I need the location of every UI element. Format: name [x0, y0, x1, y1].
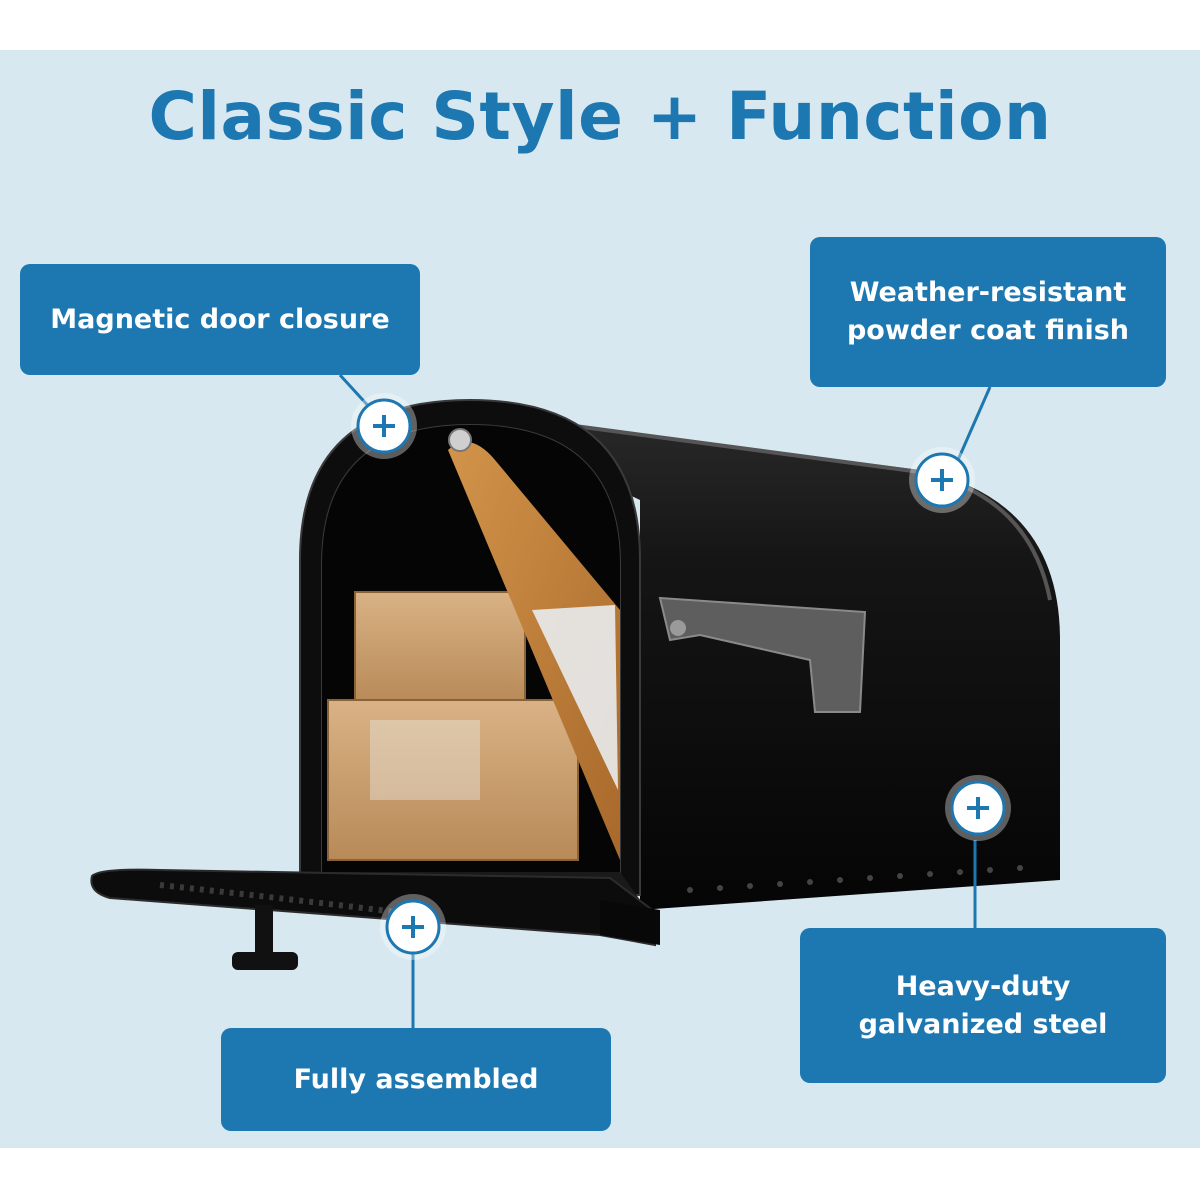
- mailbox-flag: [658, 596, 867, 713]
- mailbox-body: [450, 410, 1060, 910]
- callout-assembled-text: Fully assembled: [293, 1063, 539, 1095]
- hotspot-assembled-plus-icon: [380, 894, 446, 960]
- callout-steel-text: Heavy-duty galvanized steel: [858, 970, 1108, 1040]
- front-door: [90, 868, 656, 947]
- callout-steel: Heavy-duty galvanized steel: [800, 928, 1166, 1083]
- hotspot-weather-plus-icon: [909, 447, 975, 513]
- page-title: Classic Style + Function: [148, 78, 1052, 155]
- door-knob-stem: [255, 905, 273, 955]
- hinge-arm: [600, 900, 660, 945]
- magnet-latch: [448, 428, 472, 452]
- package-lower: [327, 699, 579, 861]
- door-knob: [232, 952, 298, 970]
- callout-magnetic: Magnetic door closure: [20, 264, 420, 375]
- connector-weather: [956, 386, 992, 461]
- package-upper: [354, 591, 526, 703]
- callout-magnetic-text: Magnetic door closure: [50, 303, 390, 335]
- hotspot-magnetic-plus-icon: [351, 393, 417, 459]
- connector-magnetic: [338, 373, 374, 412]
- interior-door-panel: [448, 442, 620, 860]
- callout-weather-text: Weather-resistant powder coat finish: [846, 277, 1130, 346]
- package-tape: [370, 720, 480, 800]
- callout-assembled: Fully assembled: [221, 1028, 611, 1131]
- mail-letters: [532, 605, 618, 790]
- callout-weather: Weather-resistant powder coat finish: [810, 237, 1166, 387]
- hotspot-steel-plus-icon: [945, 775, 1011, 841]
